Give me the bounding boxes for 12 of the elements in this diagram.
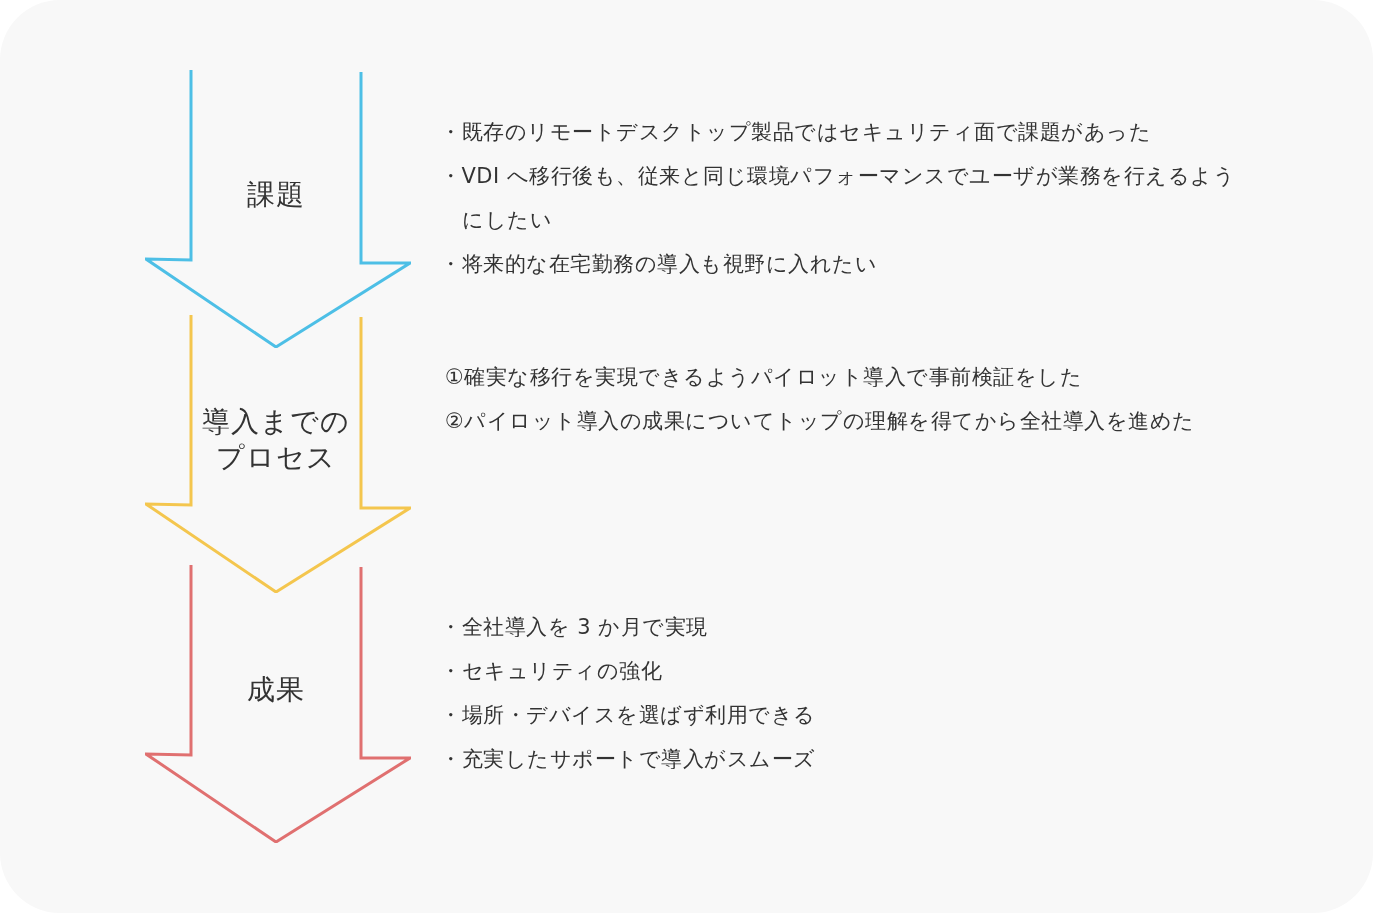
stage-title: 課題 xyxy=(247,177,305,213)
bullet-text: ②パイロット導入の成果についてトップの理解を得てから全社導入を進めた xyxy=(445,408,1196,435)
bullet-text: ・全社導入を 3 か月で実現 xyxy=(440,614,709,641)
stage-title: 導入までのプロセス xyxy=(201,404,351,476)
bullet-text: ・場所・デバイスを選ばず利用できる xyxy=(440,702,817,729)
bullet-text: ・セキュリティの強化 xyxy=(440,658,663,685)
bullet-text: ①確実な移行を実現できるようパイロット導入で事前検証をした xyxy=(445,364,1084,391)
stage-title: 成果 xyxy=(247,672,305,708)
bullet-text: ・将来的な在宅勤務の導入も視野に入れたい xyxy=(440,251,878,278)
bullet-text: ・VDI へ移行後も、従来と同じ環境パフォーマンスでユーザが業務を行えるようにしたい xyxy=(440,163,1237,234)
bullet-text: ・充実したサポートで導入がスムーズ xyxy=(440,746,817,773)
bullet-text: ・既存のリモートデスクトップ製品ではセキュリティ面で課題があった xyxy=(440,119,1152,146)
